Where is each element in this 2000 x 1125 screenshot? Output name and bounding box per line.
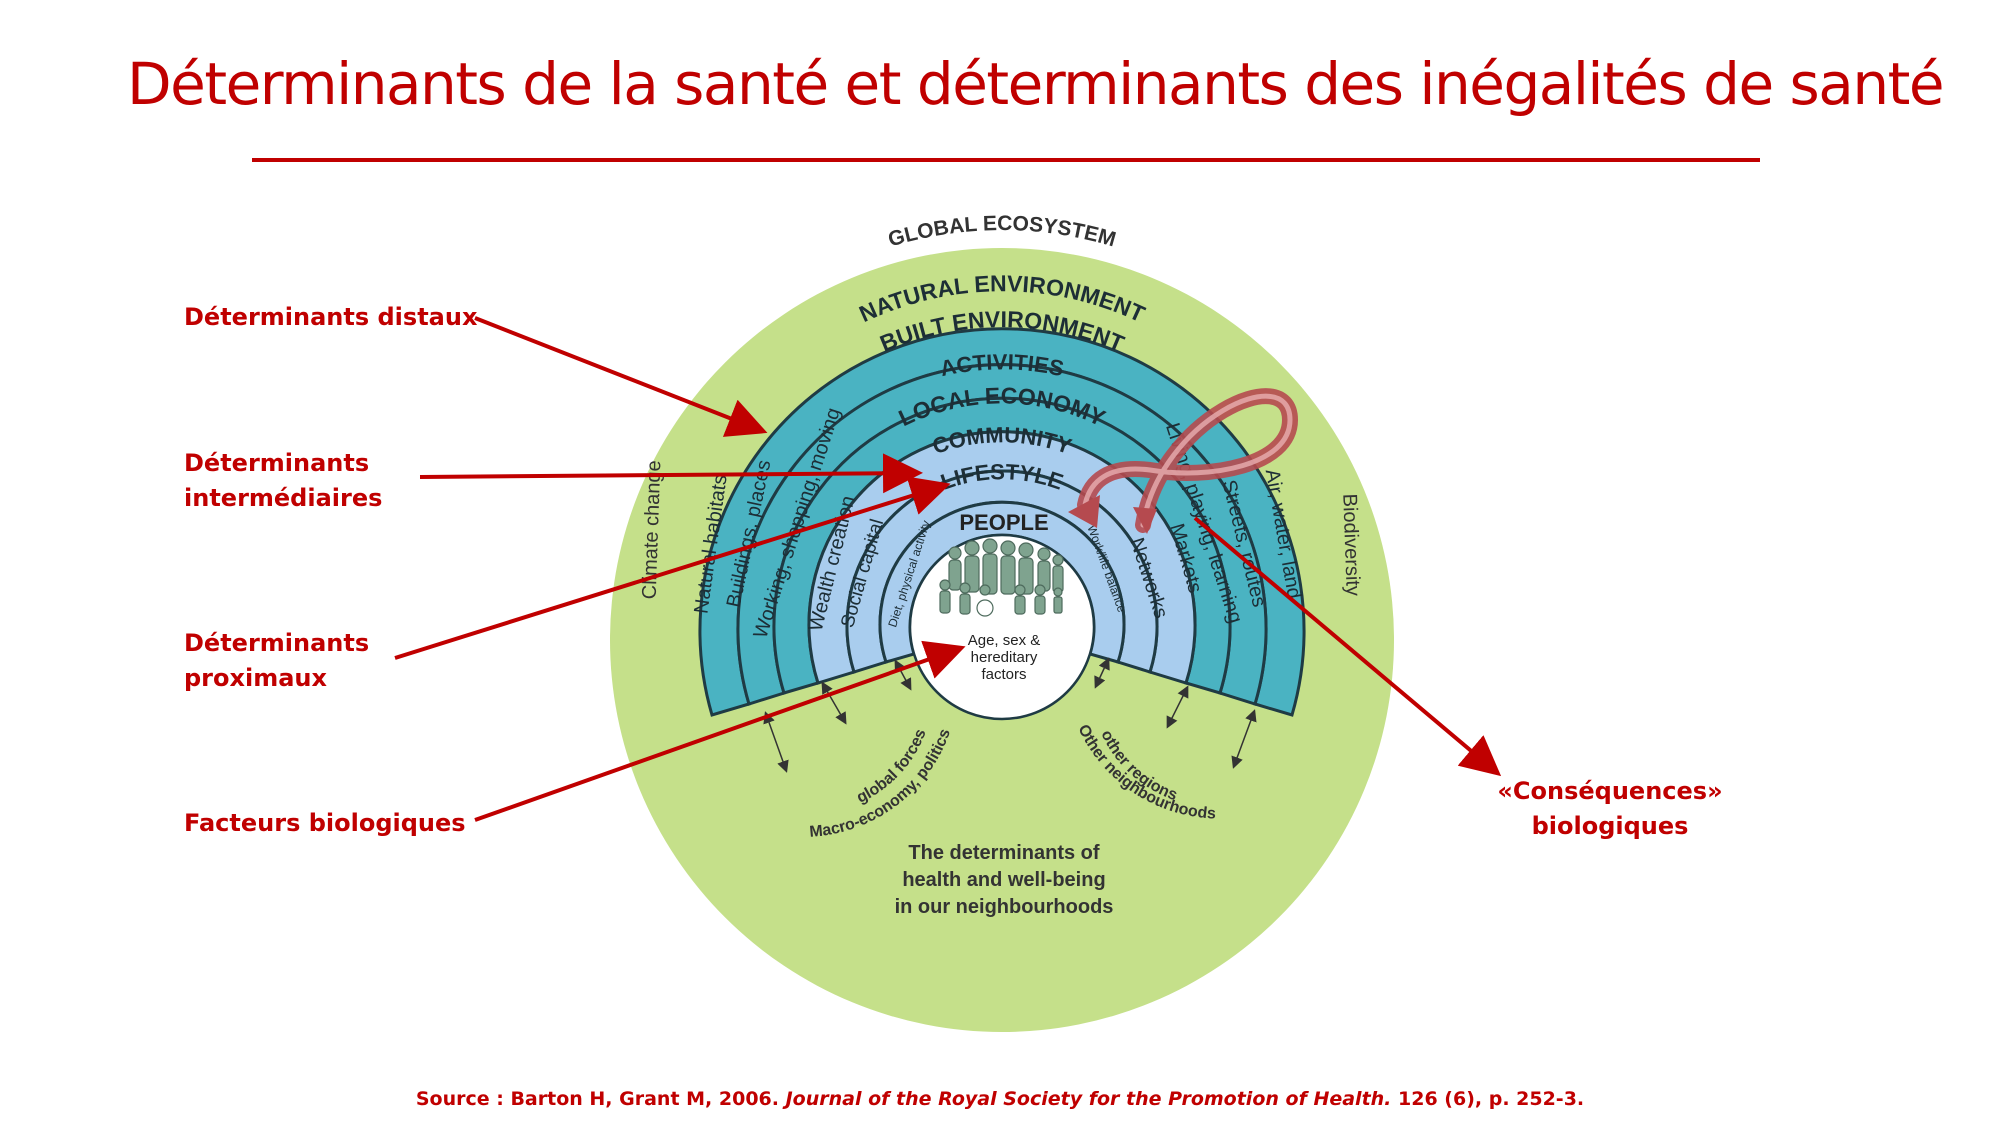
dbl-arrow-3 (894, 659, 912, 691)
dbl-arrow-2 (821, 681, 847, 725)
page-title: Déterminants de la santé et déterminants… (126, 50, 1945, 118)
source-citation: Source : Barton H, Grant M, 2006. Journa… (0, 1088, 2000, 1110)
biodiversity-label: Biodiversity (1338, 493, 1364, 596)
arrow-proximaux (394, 476, 951, 660)
label-determinants-distaux: Déterminants distaux (184, 303, 478, 331)
people-label: PEOPLE (959, 510, 1048, 535)
people-figures-icon (939, 538, 1064, 617)
caption-line-3: in our neighbourhoods (895, 896, 1114, 918)
arrow-intermediaires (419, 453, 923, 494)
arrow-biologiques (474, 640, 966, 822)
dbl-arrow-6 (1231, 709, 1257, 769)
dbl-arrow-1 (763, 711, 789, 773)
title-divider (252, 158, 1760, 162)
label-consequences-biologiques: «Conséquences» biologiques (1497, 777, 1723, 840)
age-sex-line-3: factors (981, 666, 1026, 683)
dbl-arrow-4 (1094, 657, 1110, 689)
arrow-distaux (474, 316, 768, 437)
label-determinants-proximaux: Déterminants proximaux (184, 629, 370, 692)
source-suffix: 126 (6), p. 252-3. (1391, 1088, 1585, 1110)
label-facteurs-biologiques: Facteurs biologiques (184, 809, 466, 837)
ribbon-loop-icon (1068, 388, 1299, 534)
age-sex-line-1: Age, sex & (968, 632, 1041, 649)
caption-line-2: health and well-being (902, 869, 1105, 891)
arrow-consequences (1193, 516, 1502, 777)
label-determinants-intermediaires: Déterminants intermédiaires (184, 449, 383, 512)
pointer-arrows (394, 316, 1502, 822)
age-sex-line-2: hereditary (971, 649, 1038, 666)
dbl-arrow-5 (1166, 685, 1189, 729)
global-ecosystem-label: GLOBAL ECOSYSTEM (886, 212, 1119, 251)
interaction-arrows (763, 657, 1257, 773)
caption-line-1: The determinants of (908, 842, 1099, 864)
source-prefix: Source : Barton H, Grant M, 2006. (415, 1088, 786, 1110)
source-journal: Journal of the Royal Society for the Pro… (785, 1088, 1392, 1110)
